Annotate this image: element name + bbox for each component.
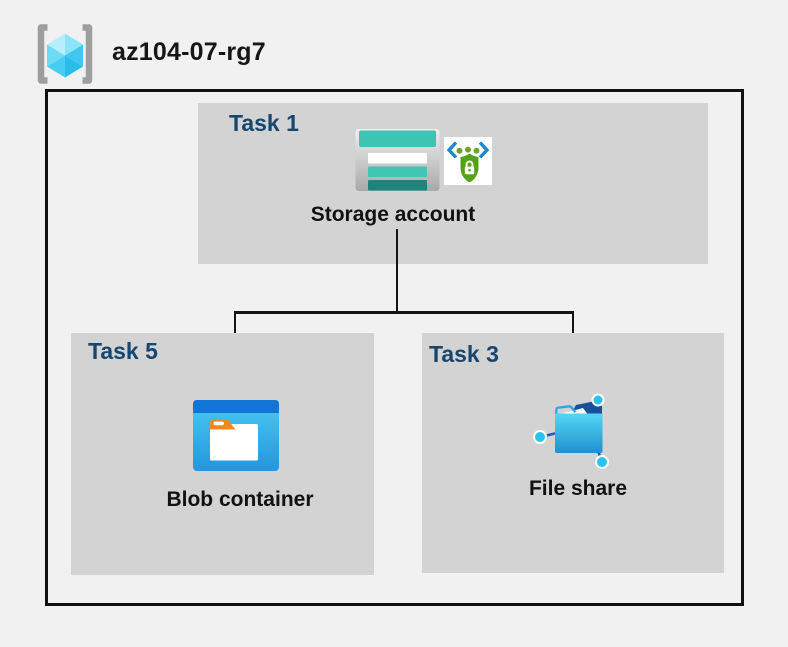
task-1-label: Task 1 <box>229 110 299 136</box>
task-5-label: Task 5 <box>88 338 158 364</box>
connector-horizontal <box>233 311 574 314</box>
file-share-icon <box>533 393 609 469</box>
task-3-label: Task 3 <box>429 341 499 367</box>
storage-account-icon <box>355 129 440 191</box>
code-shield-lock-icon <box>444 137 492 185</box>
connector-storage-trunk <box>395 229 398 312</box>
file-share-label: File share <box>528 477 628 500</box>
blob-container-icon <box>193 400 279 471</box>
resource-group-icon <box>37 24 93 84</box>
blob-container-label: Blob container <box>166 488 314 511</box>
resource-group-boundary <box>45 89 744 606</box>
storage-account-label: Storage account <box>310 203 476 226</box>
resource-group-title: az104-07-rg7 <box>112 38 266 66</box>
